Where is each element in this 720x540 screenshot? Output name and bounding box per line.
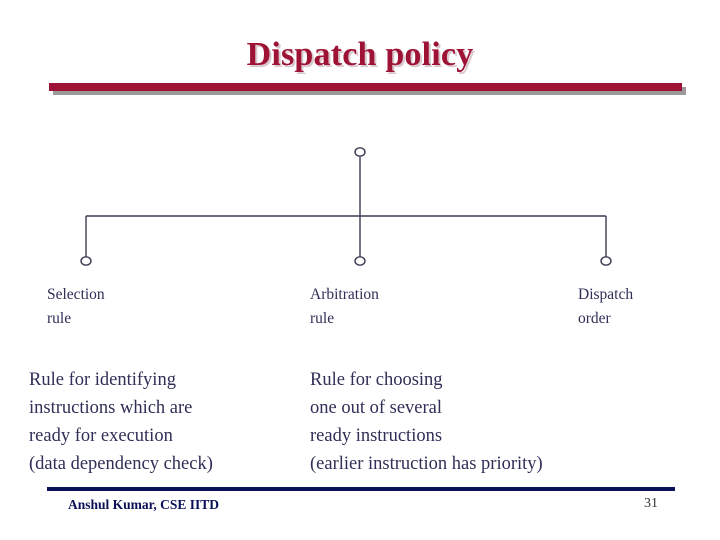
body-right-line-3: ready instructions: [310, 426, 443, 447]
body-text-arbitration-rule: Rule for choosing one out of several rea…: [310, 366, 543, 478]
branch-label-dispatch-line1: Dispatch: [578, 286, 634, 303]
title-rule-shadow: [53, 87, 686, 95]
body-left-line-3: ready for execution: [29, 426, 173, 447]
branch-label-arbitration-line2: rule: [310, 310, 335, 328]
body-right-line-1: Rule for choosing: [310, 370, 443, 390]
branch-label-dispatch: Dispatch order: [578, 283, 633, 331]
branch-label-dispatch-line2: order: [578, 310, 611, 328]
footer-author: Anshul Kumar, CSE IITD: [68, 497, 220, 512]
footer-divider: [47, 487, 675, 491]
branch-label-arbitration-line1: Arbitration: [310, 286, 379, 303]
body-right-line-2: one out of several: [310, 398, 443, 419]
branch-node-circle-dispatch: [600, 256, 612, 266]
body-left-line-2: instructions which are: [29, 398, 193, 419]
body-text-selection-rule: Rule for identifying instructions which …: [29, 366, 213, 478]
branch-label-selection-line2: rule: [47, 310, 72, 328]
root-node-circle: [354, 147, 366, 157]
body-left-line-4: (data dependency check): [29, 454, 213, 475]
branch-label-selection-line1: Selection: [47, 286, 105, 303]
body-left-line-1: Rule for identifying: [29, 370, 176, 390]
page-number: 31: [644, 496, 658, 511]
branch-label-arbitration: Arbitration rule: [310, 283, 379, 331]
page-title: Dispatch policy: [246, 36, 474, 73]
branch-node-circle-arbitration: [354, 256, 366, 266]
branch-label-selection: Selection rule: [47, 283, 105, 331]
dispatch-policy-tree-diagram: [80, 147, 612, 266]
branch-node-circle-selection: [80, 256, 92, 266]
body-right-line-4: (earlier instruction has priority): [310, 454, 543, 475]
title-rule: [49, 83, 682, 91]
